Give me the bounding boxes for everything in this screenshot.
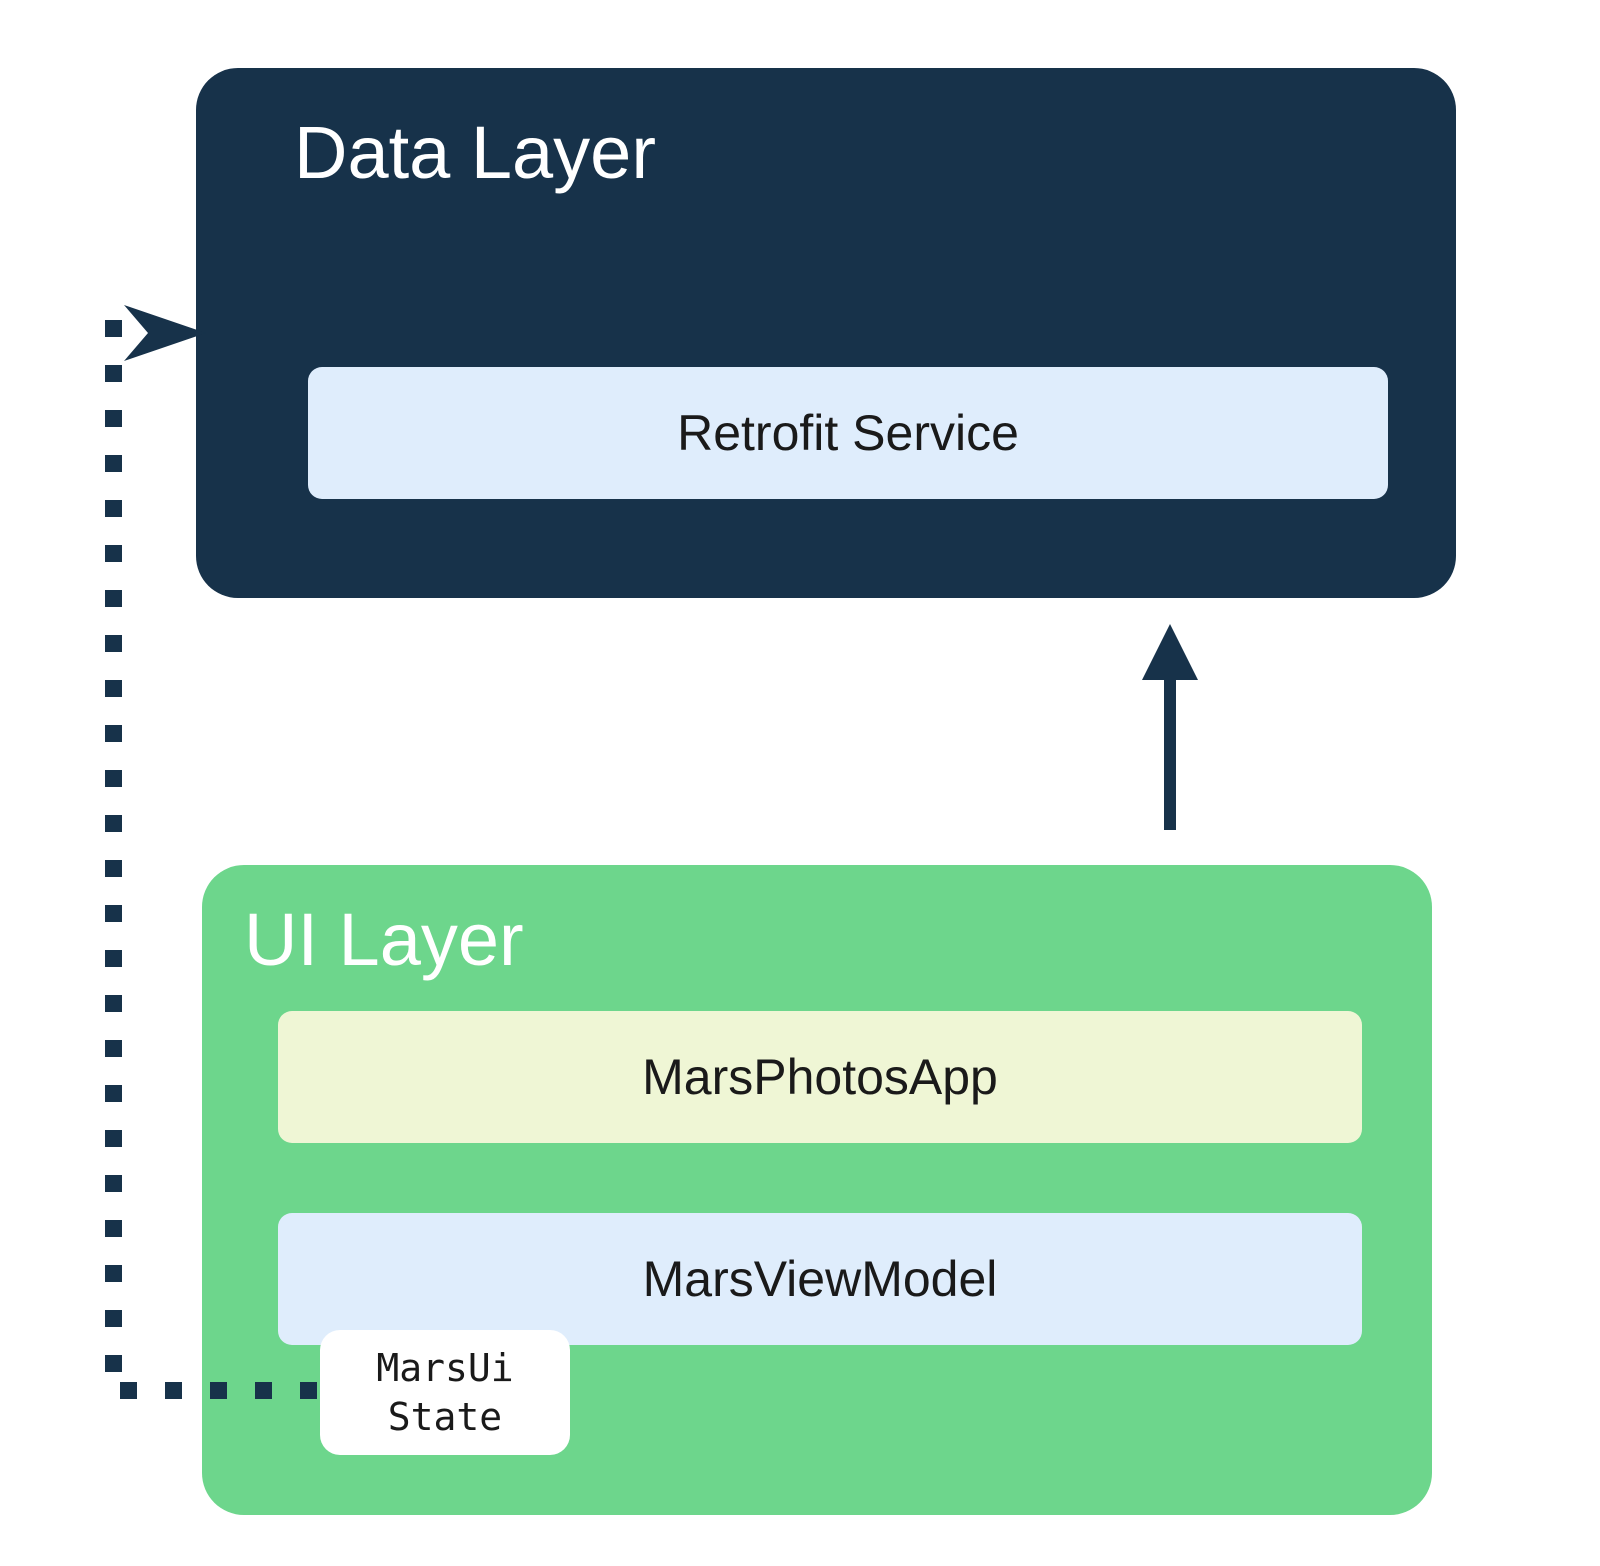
connector-dot	[105, 635, 122, 652]
ui-layer-title: UI Layer	[244, 898, 524, 981]
mars-ui-state-chip[interactable]: MarsUi State	[320, 1330, 570, 1455]
connector-dot	[105, 770, 122, 787]
connector-dot	[105, 320, 122, 337]
connector-dot	[105, 680, 122, 697]
dotted-arrow-head-icon	[118, 303, 208, 370]
solid-arrow-up-icon	[1130, 620, 1210, 835]
data-layer-container: Data Layer Retrofit Service	[196, 68, 1456, 598]
connector-dot	[105, 1175, 122, 1192]
connector-dot	[105, 815, 122, 832]
connector-dot	[105, 455, 122, 472]
connector-dot	[105, 590, 122, 607]
mars-view-model-box[interactable]: MarsViewModel	[278, 1213, 1362, 1345]
connector-dot	[105, 860, 122, 877]
connector-dot	[105, 1130, 122, 1147]
connector-dot	[105, 1085, 122, 1102]
connector-dot	[105, 1355, 122, 1372]
retrofit-service-label: Retrofit Service	[677, 405, 1019, 461]
mars-ui-state-label-line2: State	[387, 1394, 503, 1439]
connector-dot	[105, 725, 122, 742]
mars-photos-app-label: MarsPhotosApp	[642, 1049, 998, 1105]
connector-dot	[105, 950, 122, 967]
mars-photos-app-box[interactable]: MarsPhotosApp	[278, 1011, 1362, 1143]
connector-dot	[165, 1382, 182, 1399]
connector-dot	[105, 1265, 122, 1282]
connector-dot	[210, 1382, 227, 1399]
connector-dot	[105, 995, 122, 1012]
mars-view-model-label: MarsViewModel	[642, 1251, 998, 1307]
retrofit-service-box[interactable]: Retrofit Service	[308, 367, 1388, 499]
connector-dot	[105, 1310, 122, 1327]
connector-dot	[105, 365, 122, 382]
connector-dot	[105, 905, 122, 922]
connector-dot	[105, 1220, 122, 1237]
connector-dot	[255, 1382, 272, 1399]
connector-dot	[120, 1382, 137, 1399]
connector-dot	[105, 1040, 122, 1057]
connector-dot	[105, 410, 122, 427]
data-layer-title: Data Layer	[294, 111, 656, 194]
connector-dot	[300, 1382, 317, 1399]
mars-ui-state-label-line1: MarsUi	[376, 1345, 514, 1390]
connector-dot	[105, 500, 122, 517]
connector-dot	[105, 545, 122, 562]
